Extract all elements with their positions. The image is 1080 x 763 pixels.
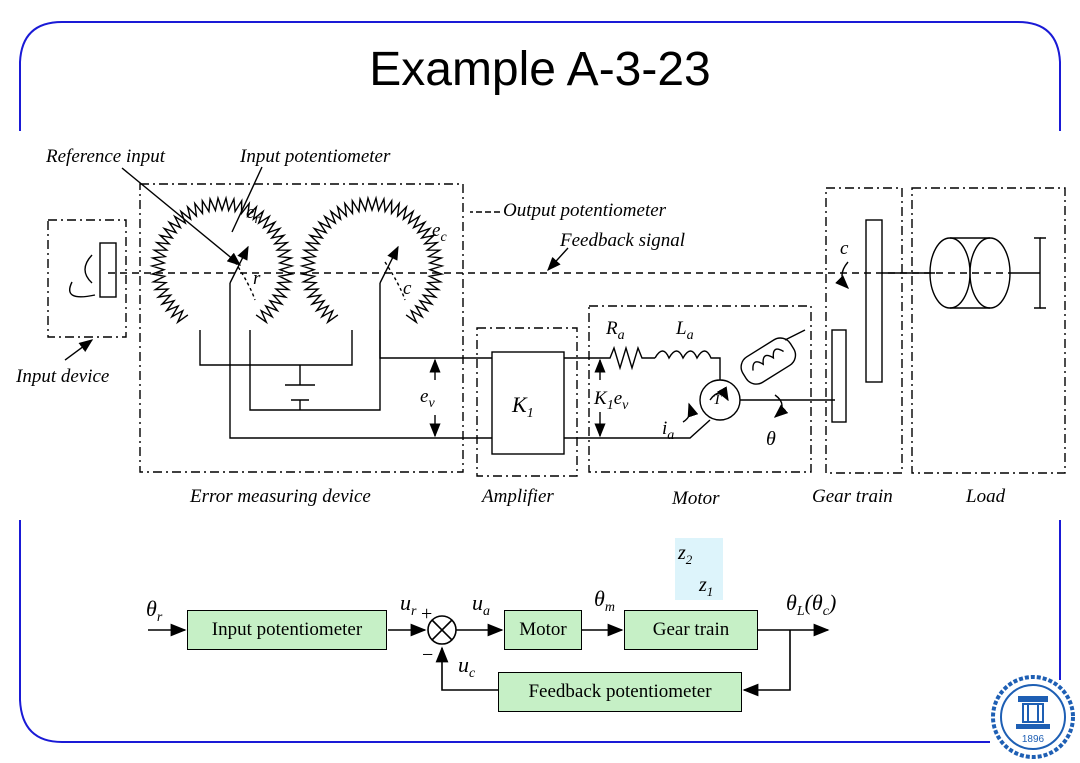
- logo-year: 1896: [1022, 734, 1045, 745]
- symbol-Ra: Ra: [606, 318, 625, 343]
- symbol-K1: K1: [512, 392, 534, 421]
- block-input-potentiometer: Input potentiometer: [187, 610, 387, 650]
- label-output-potentiometer: Output potentiometer: [503, 200, 667, 221]
- gear-ratio-numerator: z2: [678, 542, 693, 567]
- sign-minus: −: [422, 644, 434, 666]
- label-feedback-signal: Feedback signal: [560, 230, 686, 251]
- signal-theta-L: θL(θc): [786, 590, 837, 619]
- symbol-c-gear: c: [840, 238, 849, 259]
- sign-plus: +: [421, 603, 433, 625]
- symbol-ec: ec: [432, 220, 447, 245]
- large-gear: [865, 219, 883, 383]
- gear-ratio-denominator: z1: [699, 574, 714, 599]
- label-input-potentiometer: Input potentiometer: [240, 146, 391, 167]
- label-gear-train: Gear train: [812, 486, 893, 507]
- potentiometer-winding: [149, 195, 295, 325]
- amplifier-block: [491, 351, 565, 455]
- symbol-ia: ia: [662, 418, 675, 443]
- gear-ratio-highlight: z2 z1: [675, 538, 723, 600]
- signal-theta-r: θr: [146, 596, 163, 625]
- signal-theta-m: θm: [594, 586, 615, 615]
- small-gear: [831, 329, 847, 423]
- label-load: Load: [966, 486, 1006, 507]
- symbol-La: La: [676, 318, 694, 343]
- label-input-device: Input device: [16, 366, 110, 387]
- block-motor: Motor: [504, 610, 582, 650]
- label-error-measuring-device: Error measuring device: [190, 486, 371, 507]
- symbol-K1ev: K1ev: [594, 388, 629, 413]
- input-potentiometer-coil: [149, 195, 295, 325]
- signal-u-r: ur: [400, 590, 417, 619]
- symbol-er: er: [246, 202, 260, 227]
- signal-u-c: uc: [458, 652, 476, 681]
- symbol-theta: θ: [766, 428, 776, 450]
- signal-u-a: ua: [472, 590, 490, 619]
- university-seal-icon: 1896: [991, 675, 1075, 759]
- input-device-knob: [99, 242, 117, 298]
- symbol-c-pot: c: [403, 278, 412, 299]
- potentiometer-winding: [299, 195, 445, 325]
- symbol-r: r: [253, 268, 261, 289]
- dashed-frames: [47, 183, 1066, 477]
- output-potentiometer-coil: [299, 195, 445, 325]
- block-feedback-potentiometer: Feedback potentiometer: [498, 672, 742, 712]
- symbol-T: T: [713, 392, 722, 408]
- label-amplifier: Amplifier: [482, 486, 554, 507]
- label-motor: Motor: [672, 488, 720, 509]
- block-gear-train: Gear train: [624, 610, 758, 650]
- slide-title: Example A-3-23: [369, 43, 711, 96]
- label-reference-input: Reference input: [46, 146, 166, 167]
- symbol-ev: ev: [420, 386, 435, 411]
